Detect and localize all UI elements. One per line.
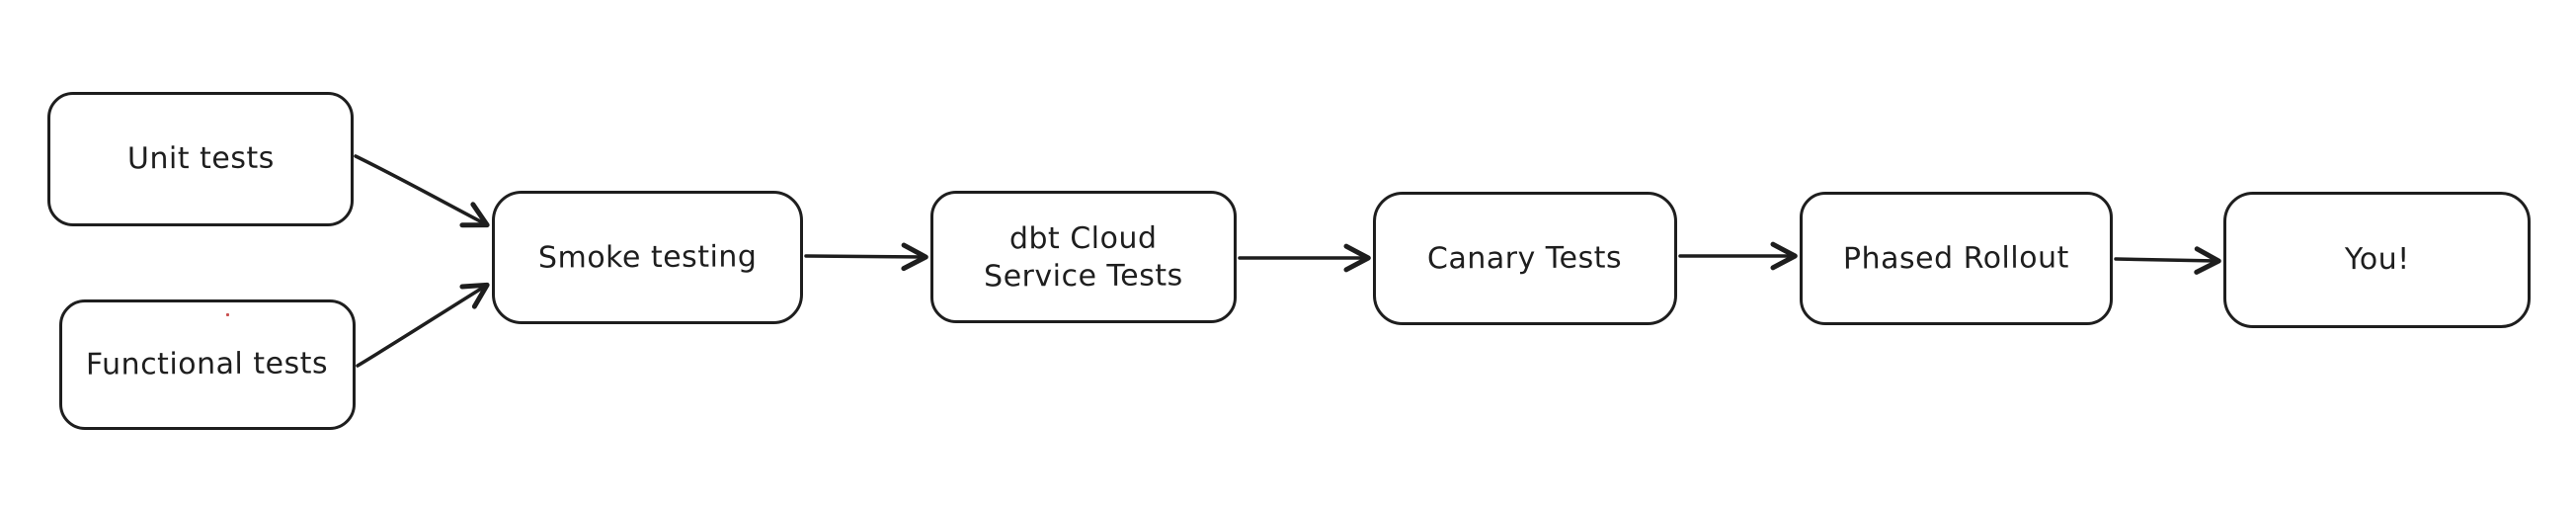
node-smoke-testing-label: Smoke testing: [537, 239, 758, 276]
node-canary-tests: Canary Tests: [1373, 192, 1677, 325]
node-smoke-testing: Smoke testing: [492, 191, 803, 324]
node-functional-tests-label: Functional tests: [86, 346, 329, 382]
stray-red-dot: [226, 313, 229, 316]
node-phased-rollout-label: Phased Rollout: [1843, 240, 2069, 277]
node-dbt-cloud-service-tests: dbt Cloud Service Tests: [930, 191, 1237, 323]
edge-phased-rollout-to-you: [2114, 246, 2221, 275]
edge-unit-tests-to-smoke-testing: [354, 154, 490, 228]
edge-functional-tests-to-smoke-testing: [356, 282, 490, 368]
node-unit-tests: Unit tests: [47, 92, 354, 226]
edge-smoke-testing-to-dbt-cloud-service-tests: [804, 242, 928, 272]
node-phased-rollout: Phased Rollout: [1800, 192, 2113, 325]
node-canary-tests-label: Canary Tests: [1427, 240, 1623, 277]
node-you: You!: [2223, 192, 2531, 328]
node-unit-tests-label: Unit tests: [126, 140, 275, 177]
node-dbt-cloud-service-tests-label: dbt Cloud Service Tests: [984, 220, 1183, 294]
node-you-label: You!: [2344, 242, 2410, 278]
node-functional-tests: Functional tests: [59, 299, 356, 430]
